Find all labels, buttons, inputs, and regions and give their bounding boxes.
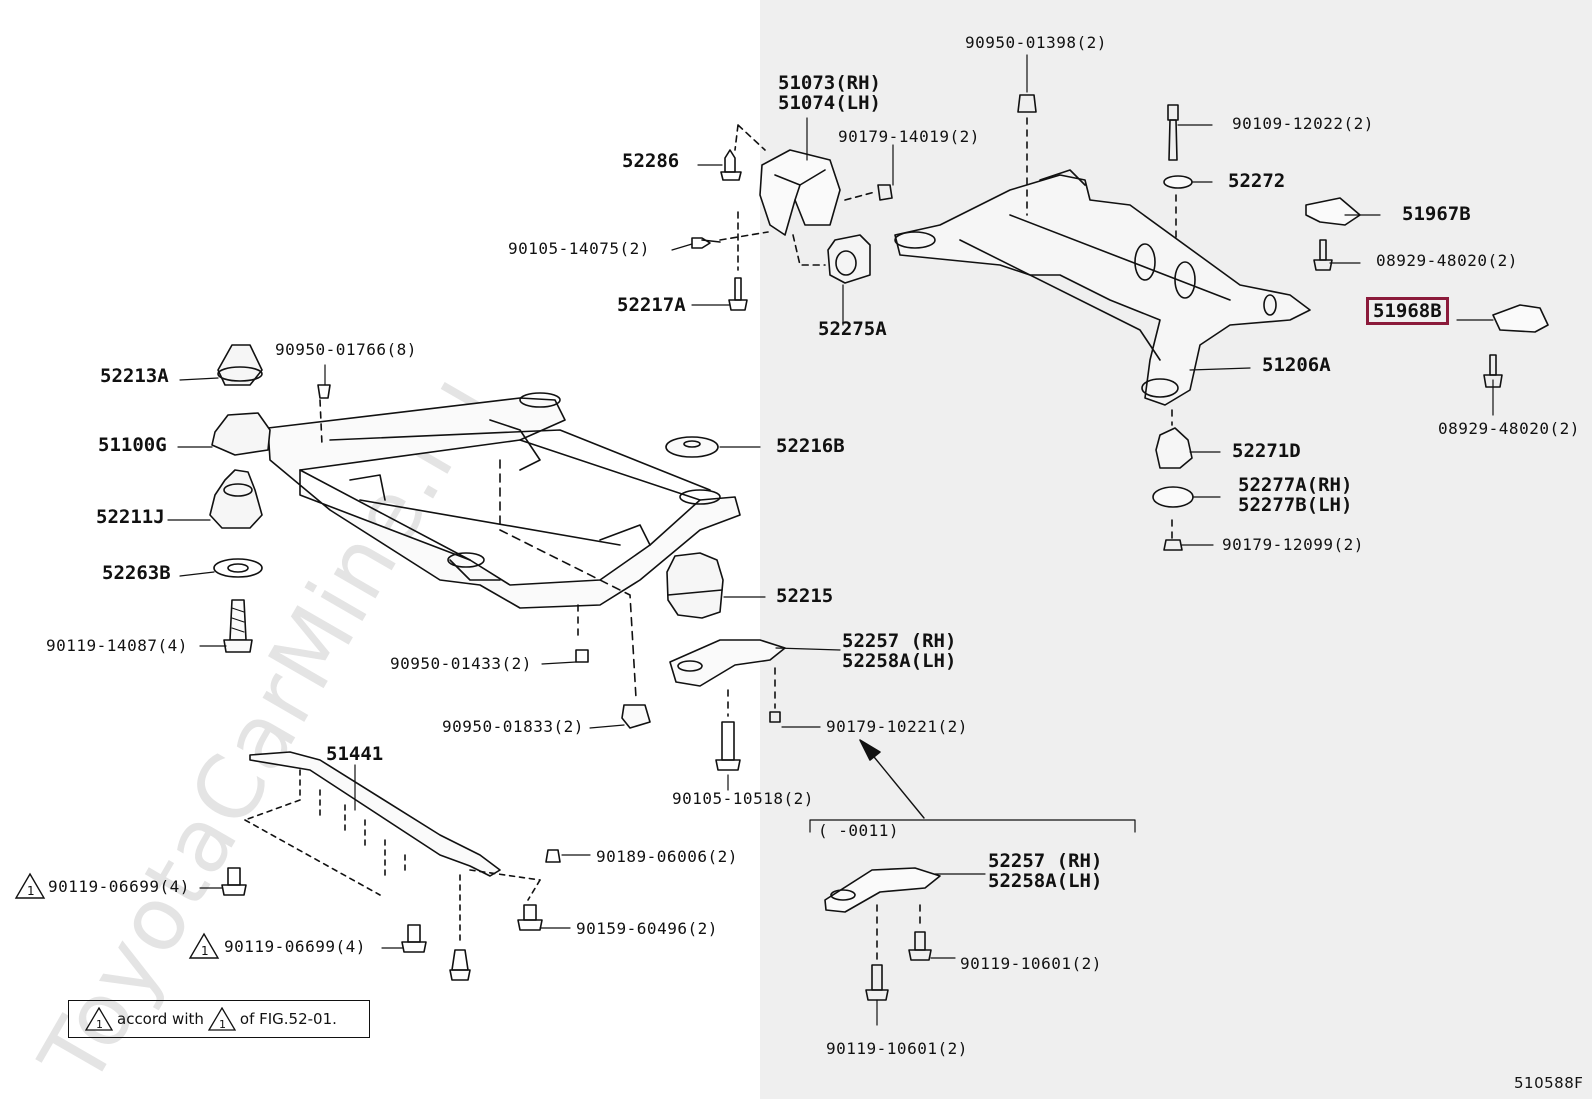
svg-text:1: 1 [219, 1018, 226, 1031]
svg-text:1: 1 [96, 1018, 103, 1031]
label-90189-06006[interactable]: 90189-06006(2) [596, 847, 738, 866]
figure-id: 510588F [1514, 1074, 1584, 1092]
label-production-range: ( -0011) [818, 821, 900, 840]
label-52286[interactable]: 52286 [622, 150, 680, 172]
label-90119-06699-right[interactable]: 90119-06699(4) [224, 937, 366, 956]
rear-suspension-member-drawing [894, 169, 1311, 406]
label-51074[interactable]: 51074(LH) [778, 92, 881, 114]
label-90179-10221[interactable]: 90179-10221(2) [826, 717, 968, 736]
label-90950-01833[interactable]: 90950-01833(2) [442, 717, 584, 736]
leader-lines [167, 54, 1494, 1026]
label-90159-60496[interactable]: 90159-60496(2) [576, 919, 718, 938]
warning-triangle-icon: 1 [85, 1007, 113, 1031]
bottom-right-group-drawing [809, 739, 1136, 1001]
label-90950-01766[interactable]: 90950-01766(8) [275, 340, 417, 359]
label-52216B[interactable]: 52216B [776, 435, 845, 457]
label-52258A-lower[interactable]: 52258A(LH) [988, 870, 1103, 892]
label-90179-14019[interactable]: 90179-14019(2) [838, 127, 980, 146]
label-52257-upper[interactable]: 52257 (RH) [842, 630, 957, 652]
label-51073[interactable]: 51073(RH) [778, 72, 881, 94]
label-90109-12022[interactable]: 90109-12022(2) [1232, 114, 1374, 133]
label-90119-06699-left[interactable]: 90119-06699(4) [48, 877, 190, 896]
warning-triangle-icon: 1 [207, 1007, 236, 1031]
label-52277A[interactable]: 52277A(RH) [1238, 474, 1353, 496]
label-52258A-upper[interactable]: 52258A(LH) [842, 650, 957, 672]
note-text-2: of FIG.52-01. [239, 1010, 337, 1028]
label-90179-12099[interactable]: 90179-12099(2) [1222, 535, 1364, 554]
svg-text:1: 1 [27, 884, 35, 898]
left-column-parts [209, 344, 331, 653]
label-90105-14075[interactable]: 90105-14075(2) [508, 239, 650, 258]
label-90119-14087[interactable]: 90119-14087(4) [46, 636, 188, 655]
label-52211J[interactable]: 52211J [96, 506, 165, 528]
label-52263B[interactable]: 52263B [102, 562, 171, 584]
bushing-52275A-drawing [827, 234, 871, 284]
middle-column-parts [499, 124, 893, 771]
label-51100G[interactable]: 51100G [98, 434, 167, 456]
label-52271D[interactable]: 52271D [1232, 440, 1301, 462]
label-51968B-highlighted[interactable]: 51968B [1366, 297, 1449, 325]
stiffener-plate-drawing [221, 751, 561, 981]
label-52275A[interactable]: 52275A [818, 318, 887, 340]
label-52213A[interactable]: 52213A [100, 365, 169, 387]
warning-triangle-icon: 1 [14, 872, 46, 899]
label-90119-10601-upper[interactable]: 90119-10601(2) [960, 954, 1102, 973]
label-52217A[interactable]: 52217A [617, 294, 686, 316]
bracket-51073-drawing [759, 149, 841, 236]
warning-triangle-icon: 1 [188, 932, 220, 959]
label-51206A[interactable]: 51206A [1262, 354, 1331, 376]
label-90950-01433[interactable]: 90950-01433(2) [390, 654, 532, 673]
right-column-parts [1017, 94, 1549, 551]
label-52257-lower[interactable]: 52257 (RH) [988, 850, 1103, 872]
label-08929-48020-lower[interactable]: 08929-48020(2) [1438, 419, 1580, 438]
label-90119-10601-lower[interactable]: 90119-10601(2) [826, 1039, 968, 1058]
label-51967B[interactable]: 51967B [1402, 203, 1471, 225]
label-90105-10518[interactable]: 90105-10518(2) [672, 789, 814, 808]
label-52272[interactable]: 52272 [1228, 170, 1286, 192]
note-box: 1 accord with 1 of FIG.52-01. [68, 1000, 370, 1038]
label-52215[interactable]: 52215 [776, 585, 834, 607]
label-51441[interactable]: 51441 [326, 743, 384, 765]
label-52277B[interactable]: 52277B(LH) [1238, 494, 1353, 516]
label-90950-01398[interactable]: 90950-01398(2) [965, 33, 1107, 52]
label-08929-48020-upper[interactable]: 08929-48020(2) [1376, 251, 1518, 270]
front-crossmember-drawing [267, 392, 741, 609]
note-text-1: accord with [117, 1010, 204, 1028]
svg-text:1: 1 [201, 944, 209, 958]
